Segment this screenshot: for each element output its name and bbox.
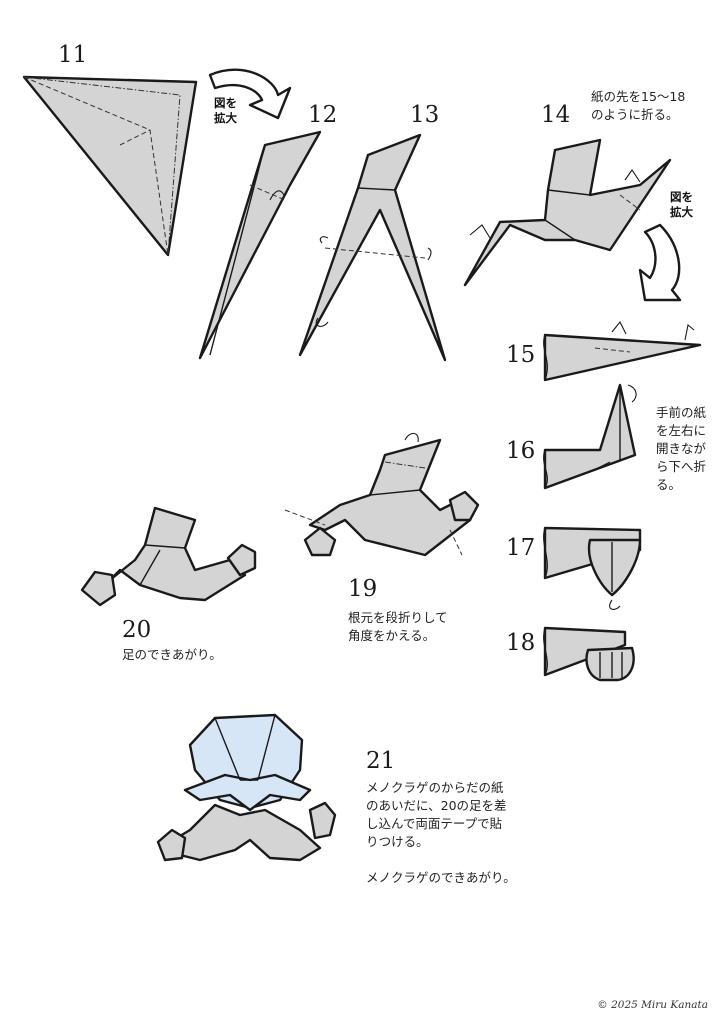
step-18-figure <box>543 626 635 682</box>
step-12-figure <box>198 130 322 360</box>
note-line: のあいだに、20の足を差 <box>366 798 507 813</box>
note-line: のように折る。 <box>591 107 679 122</box>
note-line: 手前の紙 <box>656 405 707 420</box>
step-20-note: 足のできあがり。 <box>122 646 222 664</box>
note-line: ら下へ折 <box>656 459 707 474</box>
note-line: 角度をかえる。 <box>348 628 436 643</box>
enlarge-label-line: 拡大 <box>214 111 237 125</box>
step-14-number: 14 <box>541 102 571 128</box>
note-line: を左右に <box>656 423 707 438</box>
note-line: りつける。 <box>366 834 429 849</box>
step-14-figure <box>463 138 672 287</box>
step-16-figure <box>543 383 637 490</box>
step-12-number: 12 <box>308 102 338 128</box>
step-16-note: 手前の紙 を左右に 開きなが ら下へ折 る。 <box>656 404 706 494</box>
step-21-number: 21 <box>366 748 396 774</box>
note-line: し込んで両面テープで貼 <box>366 816 503 831</box>
step-14-note: 紙の先を15〜18 のように折る。 <box>591 88 685 124</box>
enlarge-arrow-top <box>208 68 292 120</box>
note-line: メノクラゲのできあがり。 <box>366 870 516 885</box>
step-20-number: 20 <box>122 617 152 643</box>
enlarge-label-right: 図を 拡大 <box>670 190 693 220</box>
step-20-figure <box>80 506 257 607</box>
step-15-figure <box>543 320 702 382</box>
step-17-number: 17 <box>506 535 536 561</box>
note-line: 開きなが <box>656 441 707 456</box>
note-line: 足のできあがり。 <box>122 647 222 662</box>
step-15-number: 15 <box>506 342 536 368</box>
note-line: る。 <box>656 477 682 492</box>
copyright: © 2025 Miru Kanata <box>597 999 708 1011</box>
step-17-figure <box>543 526 642 610</box>
step-19-figure <box>284 432 480 557</box>
note-spacer <box>366 851 516 869</box>
step-11-number: 11 <box>58 42 88 68</box>
note-line: メノクラゲのからだの紙 <box>366 780 504 795</box>
step-18-number: 18 <box>506 630 536 656</box>
enlarge-label-line: 拡大 <box>670 205 693 219</box>
step-13-figure <box>298 133 447 362</box>
note-line: 紙の先を15〜18 <box>591 89 686 104</box>
step-13-number: 13 <box>410 102 440 128</box>
enlarge-arrow-right <box>638 223 682 302</box>
step-16-number: 16 <box>506 438 536 464</box>
step-19-number: 19 <box>348 576 378 602</box>
step-21-note: メノクラゲのからだの紙 のあいだに、20の足を差 し込んで両面テープで貼 りつけ… <box>366 779 516 887</box>
enlarge-label-line: 図を <box>214 96 237 110</box>
enlarge-label-line: 図を <box>670 190 693 204</box>
step-21-figure <box>156 713 337 862</box>
note-line: 根元を段折りして <box>348 610 448 625</box>
enlarge-label-top: 図を 拡大 <box>214 96 237 126</box>
step-11-figure <box>22 75 198 257</box>
step-19-note: 根元を段折りして 角度をかえる。 <box>348 609 448 645</box>
